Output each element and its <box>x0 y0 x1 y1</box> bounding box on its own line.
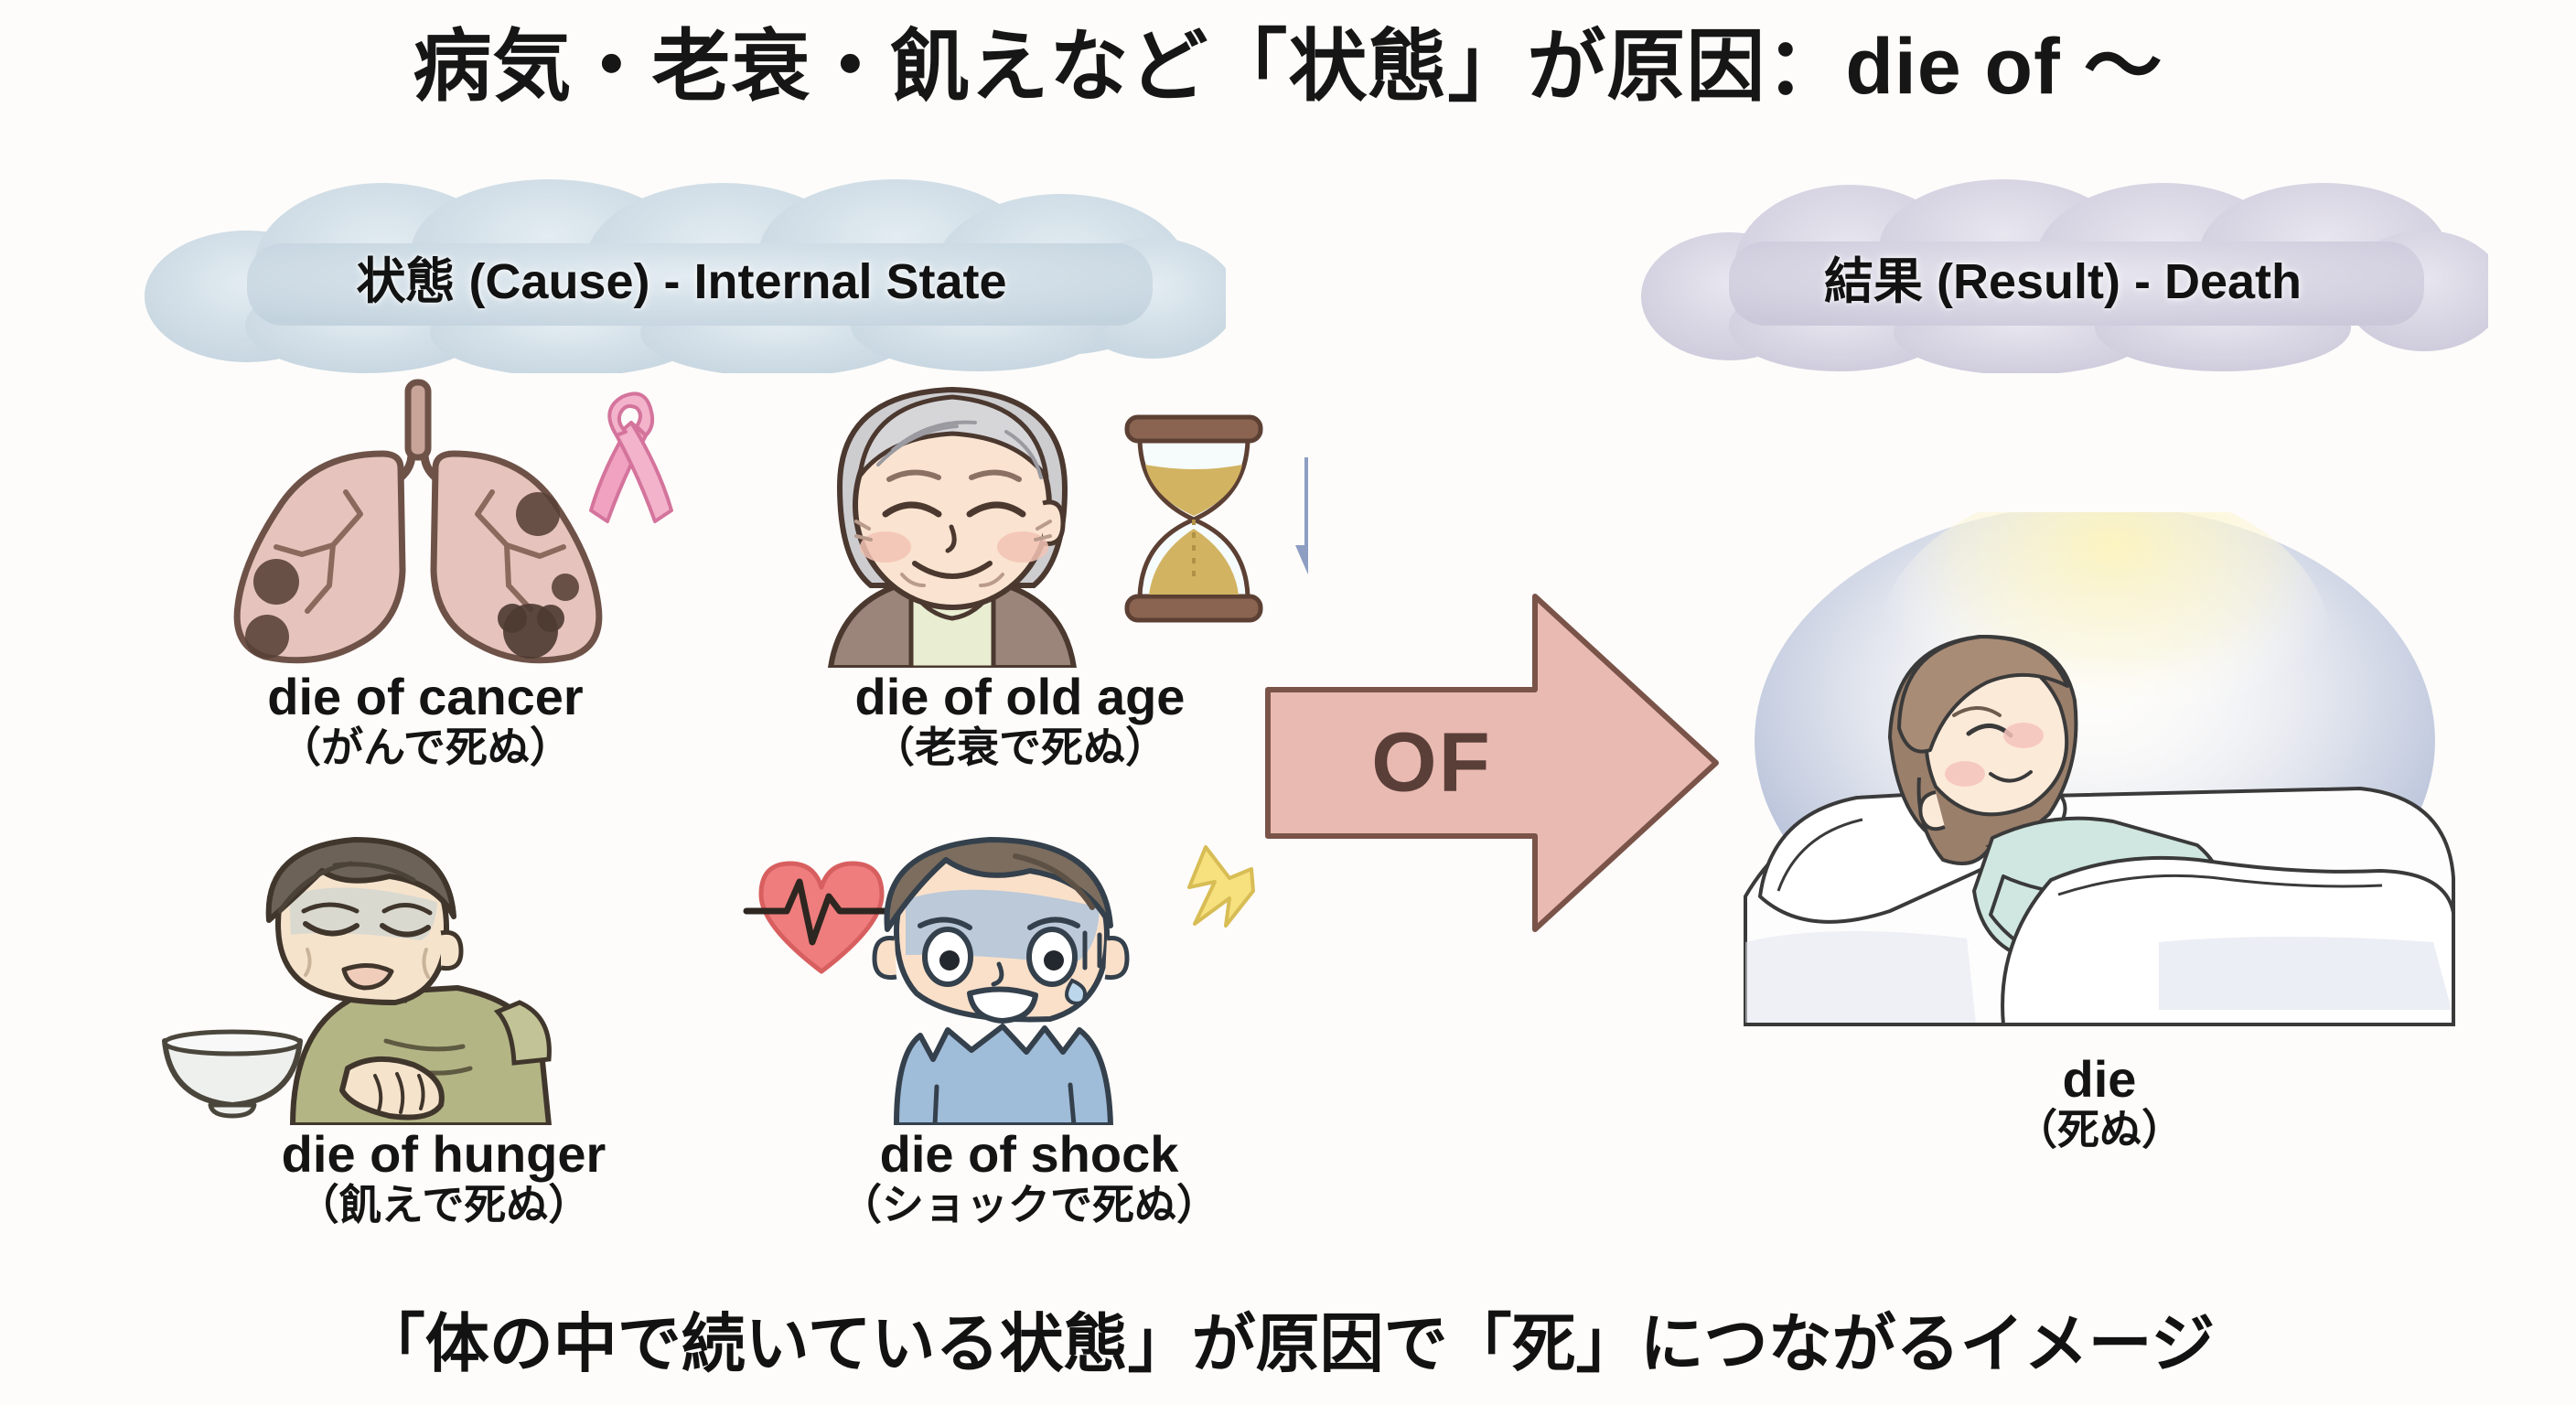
lungs-cancer-icon <box>137 366 714 668</box>
page-title: 病気・老衰・飢えなど「状態」が原因：die of 〜 <box>413 23 2163 111</box>
cause-label-ja: （飢えで死ぬ） <box>296 1181 591 1229</box>
cause-label-ja: （がんで死ぬ） <box>279 724 572 772</box>
cause-label-ja: （老衰で死ぬ） <box>873 724 1167 772</box>
cause-item-shock: die of shock （ショックで死ぬ） <box>741 823 1317 1229</box>
result-caption: die （死ぬ） <box>1729 1050 2470 1154</box>
elderly-hourglass-icon <box>732 366 1308 668</box>
of-arrow-label: OF <box>1371 715 1492 810</box>
cause-label-en: die of old age <box>854 668 1186 725</box>
cause-label-en: die of cancer <box>267 668 584 725</box>
cause-caption-cancer: die of cancer （がんで死ぬ） <box>137 668 714 772</box>
cause-item-hunger: die of hunger （飢えで死ぬ） <box>156 823 732 1229</box>
cause-item-old-age: die of old age （老衰で死ぬ） <box>732 366 1308 772</box>
cloud-cause: 状態 (Cause) - Internal State <box>137 179 1226 373</box>
cause-caption-old-age: die of old age （老衰で死ぬ） <box>732 668 1308 772</box>
cause-label-en: die of shock <box>879 1125 1179 1183</box>
cause-caption-shock: die of shock （ショックで死ぬ） <box>741 1125 1317 1229</box>
person-resting-in-bed-icon <box>1729 512 2470 1061</box>
cause-item-cancer: die of cancer （がんで死ぬ） <box>137 366 714 772</box>
cause-label-en: die of hunger <box>281 1125 606 1183</box>
cause-label-ja: （ショックで死ぬ） <box>840 1181 1218 1229</box>
cloud-result-label: 結果 (Result) - Death <box>1823 253 2302 309</box>
cloud-result: 結果 (Result) - Death <box>1637 179 2488 373</box>
cause-caption-hunger: die of hunger （飢えで死ぬ） <box>156 1125 732 1229</box>
of-arrow: OF <box>1264 584 1722 942</box>
result-label-ja: （死ぬ） <box>2015 1106 2184 1154</box>
shocked-person-heart-icon <box>741 823 1317 1125</box>
hungry-person-bowl-icon <box>156 823 732 1125</box>
result-label-en: die <box>2062 1050 2137 1108</box>
summary-caption: 「体の中で続いている状態」が原因で「死」につながるイメージ <box>360 1308 2216 1379</box>
cloud-cause-label: 状態 (Cause) - Internal State <box>356 253 1007 309</box>
